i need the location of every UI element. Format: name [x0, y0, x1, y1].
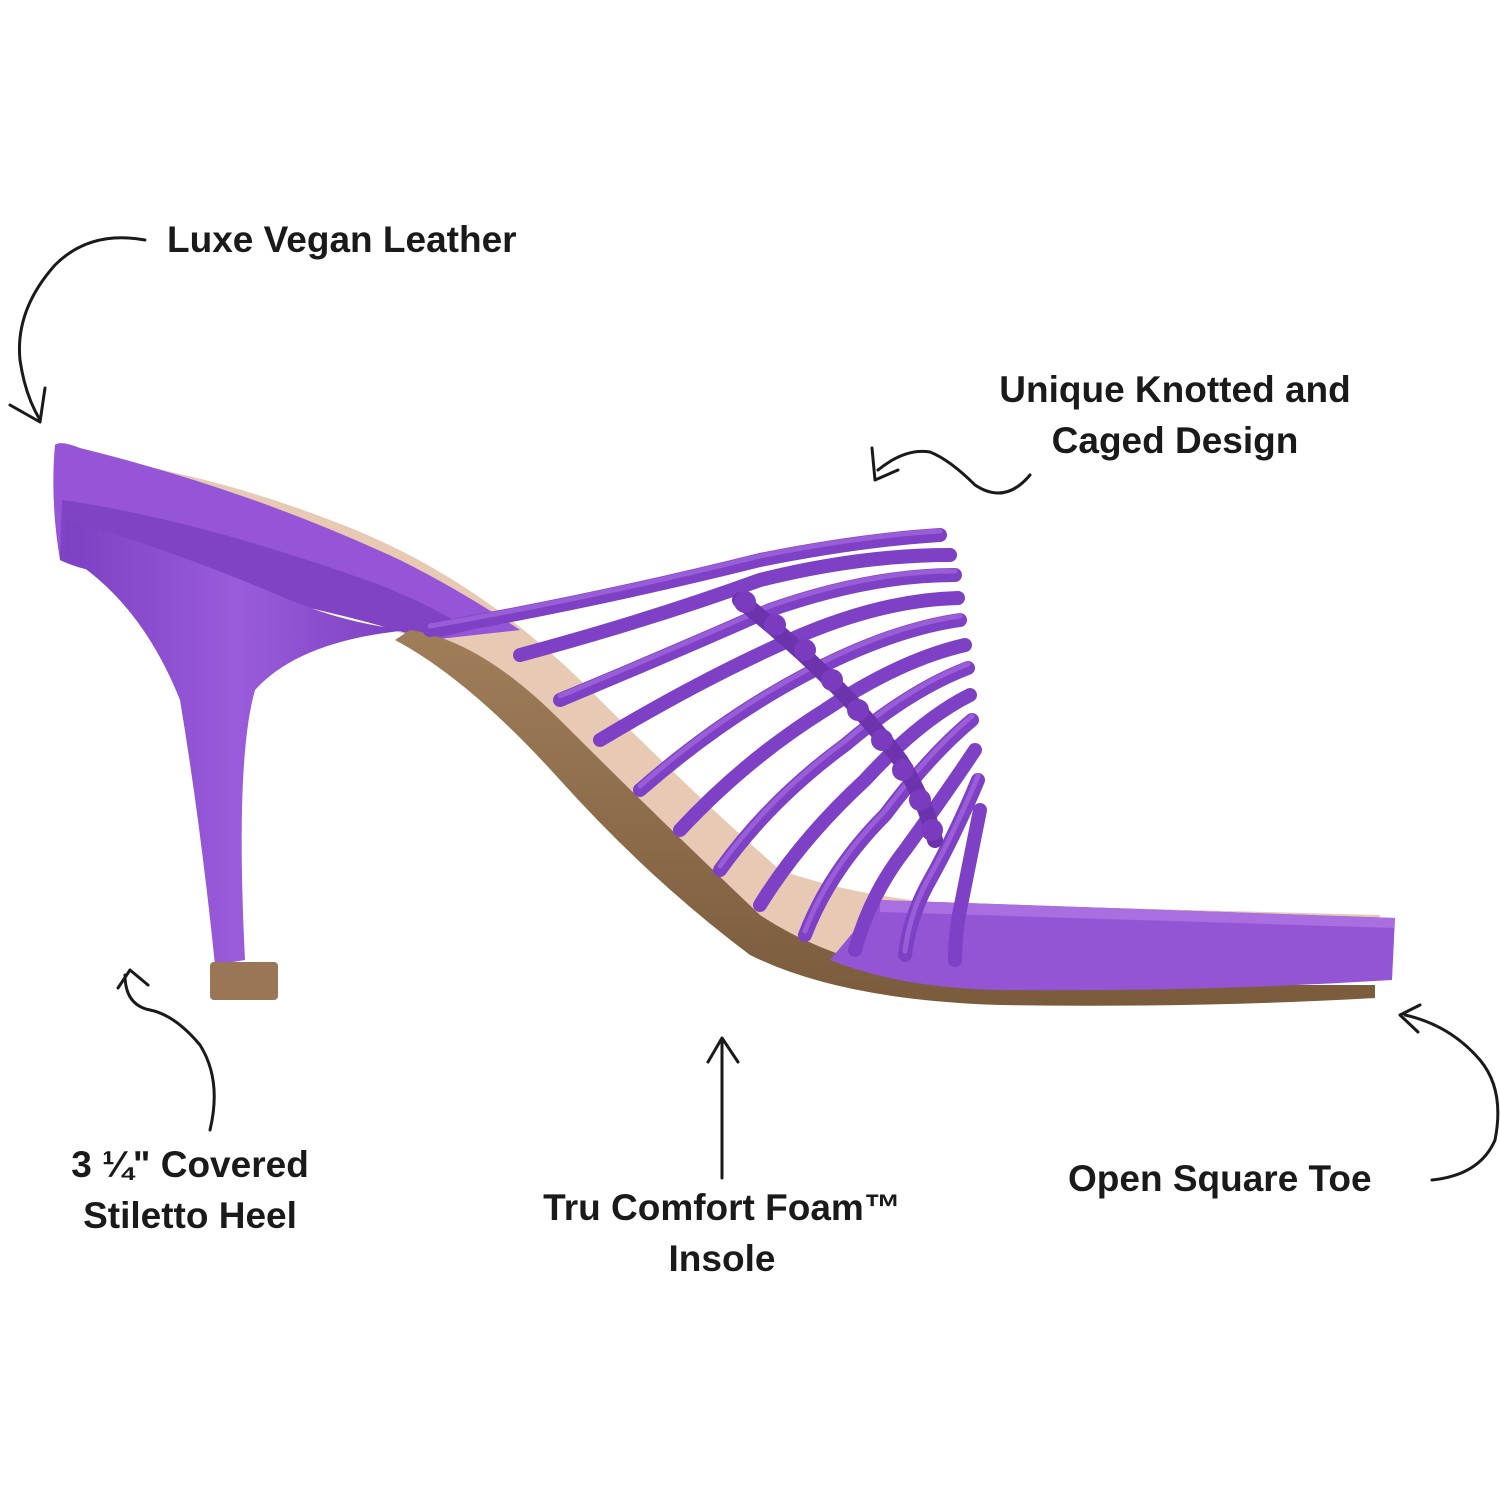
- callout-toe: Open Square Toe: [1068, 1153, 1372, 1204]
- callout-heel-line2: Stiletto Heel: [83, 1195, 297, 1236]
- callout-leather: Luxe Vegan Leather: [167, 214, 517, 265]
- stiletto-heel: [65, 520, 410, 965]
- callout-design-line1: Unique Knotted and: [999, 369, 1351, 410]
- callout-design: Unique Knotted and Caged Design: [968, 364, 1382, 466]
- heel-tip: [210, 962, 278, 1000]
- callout-design-line2: Caged Design: [1051, 420, 1299, 461]
- heel-cup: [53, 443, 520, 640]
- arrow-icon: [8, 236, 1500, 1182]
- callout-leather-text: Luxe Vegan Leather: [167, 219, 517, 260]
- callout-toe-text: Open Square Toe: [1068, 1158, 1372, 1199]
- callout-insole-line2: Insole: [668, 1238, 776, 1279]
- callout-insole-line1: Tru Comfort Foam™: [543, 1187, 901, 1228]
- caged-straps: [423, 528, 987, 967]
- callout-heel: 3 ¼" Covered Stiletto Heel: [40, 1139, 340, 1241]
- callout-heel-line1: 3 ¼" Covered: [71, 1144, 309, 1185]
- outsole: [395, 630, 1375, 1006]
- callout-insole: Tru Comfort Foam™ Insole: [508, 1182, 936, 1284]
